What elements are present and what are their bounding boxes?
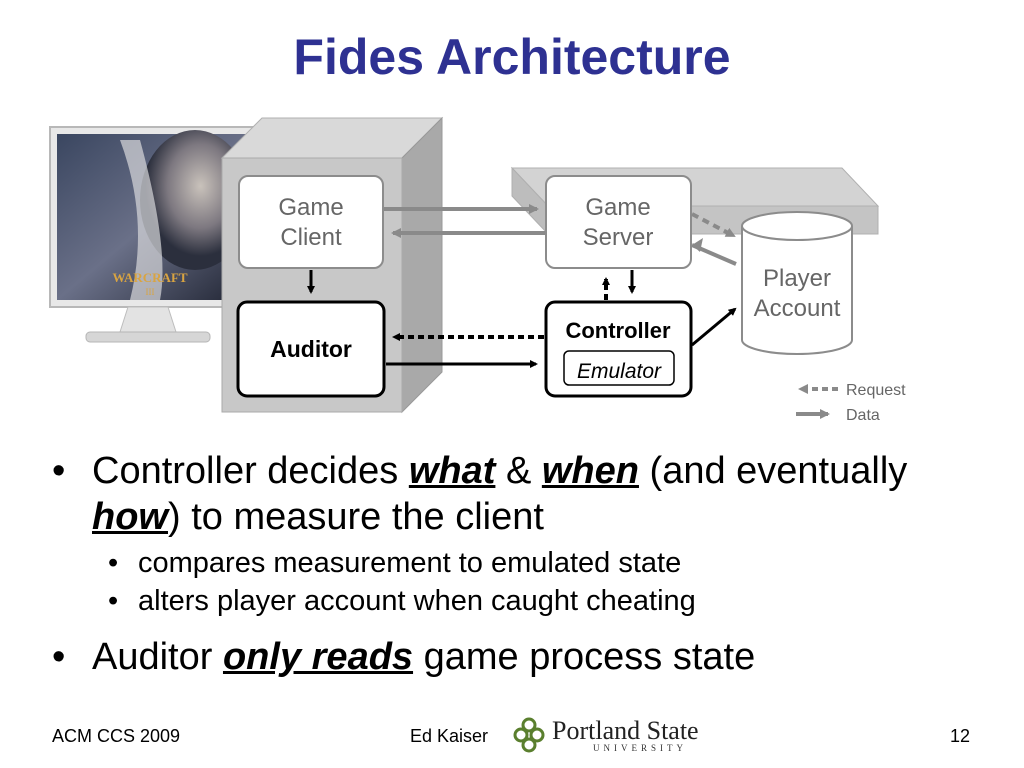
university-subtitle: UNIVERSITY — [593, 743, 687, 753]
footer-conference: ACM CCS 2009 — [52, 726, 181, 746]
game-server-box: Game Server — [545, 175, 692, 269]
bullet-controller: • Controller decides what & when (and ev… — [52, 450, 908, 538]
bullet-list: • Controller decides what & when (and ev… — [52, 448, 992, 684]
footer-author: Ed Kaiser — [410, 726, 489, 746]
svg-text:Player: Player — [763, 265, 831, 292]
slide-title: Fides Architecture — [293, 29, 731, 85]
svg-text:Game: Game — [585, 194, 650, 221]
architecture-diagram: WARCRAFT III Game Client Game Server Pla… — [49, 116, 906, 424]
bullet-auditor: • Auditor only reads game process state — [52, 636, 756, 678]
svg-text:Data: Data — [846, 407, 880, 424]
university-name: Portland State — [552, 716, 699, 745]
svg-text:Server: Server — [583, 224, 654, 251]
emulator-box — [563, 350, 675, 386]
svg-text:Controller: Controller — [565, 318, 671, 343]
svg-text:Account: Account — [754, 295, 841, 322]
portland-state-logo-icon — [513, 717, 545, 753]
svg-text:Game: Game — [278, 194, 343, 221]
legend: Request Data — [796, 382, 906, 424]
svg-text:Emulator: Emulator — [577, 360, 662, 383]
page-number: 12 — [950, 726, 971, 746]
svg-text:Auditor: Auditor — [270, 336, 352, 362]
svg-text:Request: Request — [846, 382, 906, 399]
svg-text:Client: Client — [280, 224, 342, 251]
auditor-box: Auditor — [236, 300, 386, 398]
sub-bullet-compares: • compares measurement to emulated state — [108, 547, 682, 579]
svg-text:III: III — [146, 287, 155, 297]
game-client-box: Game Client — [238, 175, 384, 269]
warcraft-logo: WARCRAFT — [112, 270, 187, 285]
server-account-request-arrow — [691, 212, 736, 238]
player-account-database: Player Account — [741, 211, 853, 355]
controller-to-account-arrow — [691, 307, 737, 347]
controller-box: Controller Emulator — [544, 300, 693, 398]
sub-bullet-alters: • alters player account when caught chea… — [108, 585, 696, 617]
